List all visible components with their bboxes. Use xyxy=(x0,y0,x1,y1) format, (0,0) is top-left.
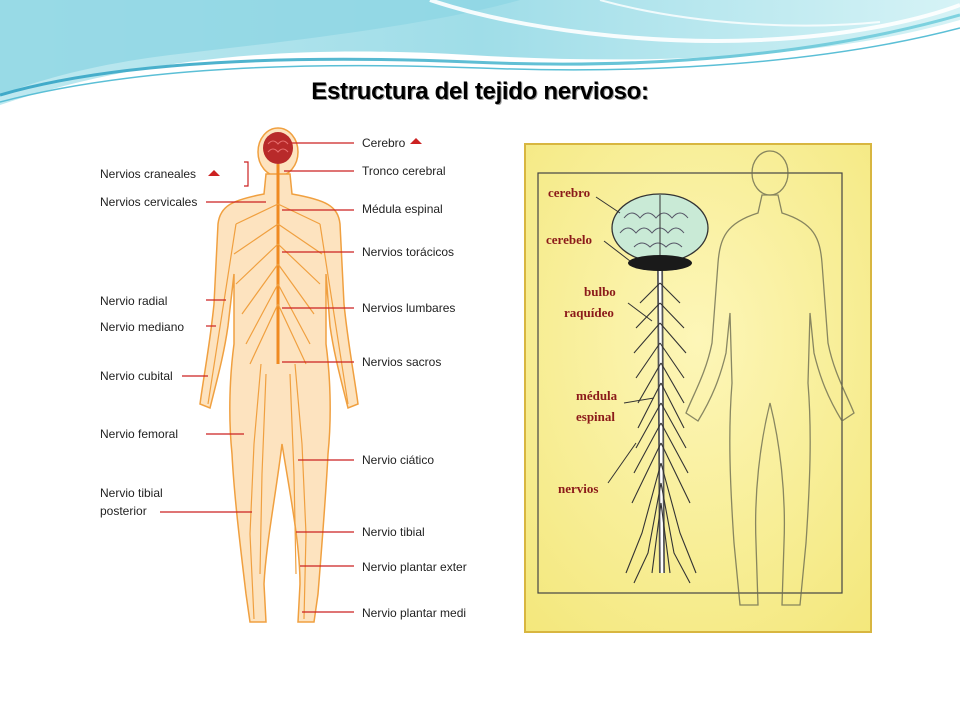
label-nervios: nervios xyxy=(558,481,599,496)
label-nervios-cervicales: Nervios cervicales xyxy=(100,195,198,209)
label-medula-espinal: Médula espinal xyxy=(362,202,443,216)
label-tronco-cerebral: Tronco cerebral xyxy=(362,164,446,178)
label-bulbo: bulbo xyxy=(584,284,616,299)
label-nervio-cubital: Nervio cubital xyxy=(100,369,173,383)
left-nervous-system-diagram: Nervios craneales Nervios cervicales Ner… xyxy=(86,114,474,630)
label-nervio-ciatico: Nervio ciático xyxy=(362,453,435,467)
label-cerebro-right: cerebro xyxy=(548,185,591,200)
label-nervio-plantar-externo: Nervio plantar exter xyxy=(362,560,467,574)
spinal-cord-with-nerves xyxy=(625,262,697,584)
label-nervios-lumbares: Nervios lumbares xyxy=(362,301,456,315)
pointer-lines xyxy=(160,142,354,613)
label-nervio-radial: Nervio radial xyxy=(100,294,168,308)
slide-title: Estructura del tejido nervioso: xyxy=(311,78,649,105)
label-cerebro: Cerebro xyxy=(362,136,406,150)
right-diagram-figure xyxy=(524,143,872,633)
cerebro-marker-triangle xyxy=(410,138,422,144)
craneales-marker-triangle xyxy=(208,170,220,176)
label-nervio-tibial: Nervio tibial xyxy=(362,525,425,539)
body-outline xyxy=(685,150,855,606)
right-pointer-lines xyxy=(595,196,655,484)
right-nervous-system-diagram: cerebro cerebelo bulbo raquídeo médula e… xyxy=(524,143,872,633)
label-nervio-tibial-posterior-line1: Nervio tibial xyxy=(100,486,163,500)
label-nervio-plantar-medial: Nervio plantar medi xyxy=(362,606,467,620)
cerebellum-dark xyxy=(628,255,692,271)
brain-green xyxy=(611,193,709,263)
label-nervio-mediano: Nervio mediano xyxy=(100,320,185,334)
label-raquideo: raquídeo xyxy=(564,305,614,320)
label-nervios-sacros: Nervios sacros xyxy=(362,355,442,369)
left-diagram-figure xyxy=(160,127,422,623)
label-nervios-craneales: Nervios craneales xyxy=(100,167,197,181)
label-nervio-femoral: Nervio femoral xyxy=(100,427,179,441)
label-nervios-toracicos: Nervios torácicos xyxy=(362,245,455,259)
label-medula: médula xyxy=(576,388,618,403)
label-espinal: espinal xyxy=(576,409,616,424)
nerve-branches xyxy=(207,203,349,620)
label-cerebelo: cerebelo xyxy=(546,232,592,247)
header-wave-decoration xyxy=(0,0,960,105)
brain-shape xyxy=(263,132,293,164)
label-nervio-tibial-posterior-line2: posterior xyxy=(100,504,147,518)
